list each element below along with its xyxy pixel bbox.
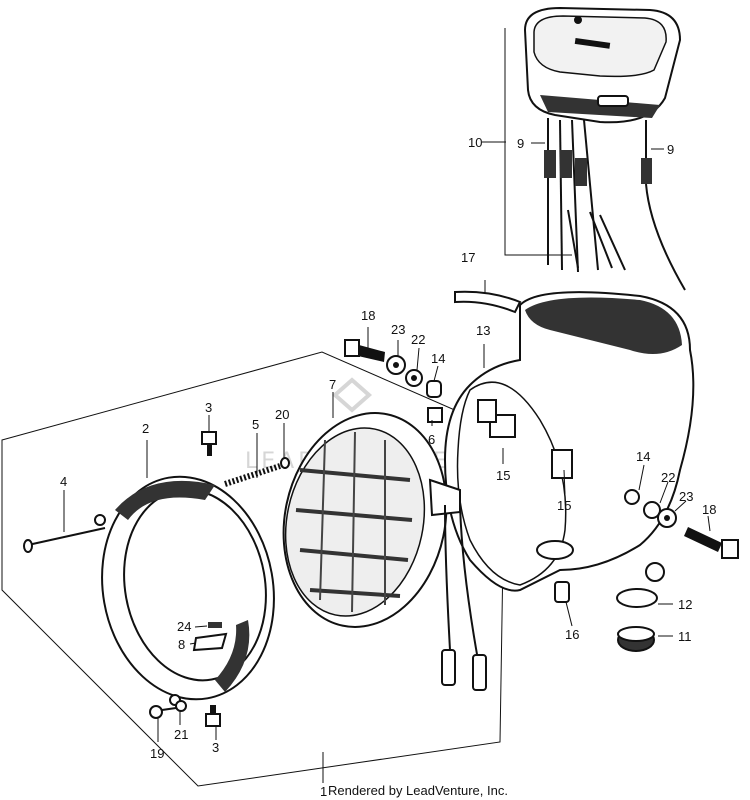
label-18-top: 18 — [361, 308, 375, 323]
label-1: 1 — [320, 784, 327, 799]
label-2: 2 — [142, 421, 149, 436]
label-3-bottom: 3 — [212, 740, 219, 755]
screw-19 — [149, 705, 177, 719]
label-6: 6 — [428, 432, 435, 447]
grommet-12 — [616, 562, 665, 608]
label-10: 10 — [468, 135, 482, 150]
label-19: 19 — [150, 746, 164, 761]
label-22-top: 22 — [411, 332, 425, 347]
collar-14-top — [426, 380, 442, 398]
label-9-left: 9 — [517, 136, 524, 151]
nut-24-clip-8 — [192, 622, 228, 652]
label-15-right: 15 — [557, 498, 571, 513]
washer-22-right — [643, 501, 661, 519]
label-11: 11 — [678, 629, 692, 644]
label-16: 16 — [565, 627, 579, 642]
label-23-right: 23 — [679, 489, 693, 504]
meter-group-bracket — [504, 28, 572, 256]
screw-4 — [23, 527, 106, 553]
label-22-right: 22 — [661, 470, 675, 485]
label-14-right: 14 — [636, 449, 650, 464]
nut-6 — [427, 407, 443, 423]
label-4: 4 — [60, 474, 67, 489]
washer-21 — [175, 700, 187, 712]
assembly-outline — [1, 351, 506, 787]
label-7: 7 — [329, 377, 336, 392]
label-13: 13 — [476, 323, 490, 338]
sealed-beam-unit — [282, 412, 487, 691]
leader-lines — [63, 141, 711, 783]
label-20: 20 — [275, 407, 289, 422]
spring-5 — [224, 457, 290, 487]
screw-3-bottom — [205, 705, 221, 727]
clip-16 — [554, 581, 570, 603]
label-23-top: 23 — [391, 322, 405, 337]
label-21: 21 — [174, 727, 188, 742]
band-17 — [454, 290, 522, 314]
label-15-left: 15 — [496, 468, 510, 483]
bolt-18-top — [344, 339, 385, 362]
label-17: 17 — [461, 250, 475, 265]
bolt-18-right — [684, 527, 739, 559]
label-12: 12 — [678, 597, 692, 612]
label-8: 8 — [178, 637, 185, 652]
label-14-top: 14 — [431, 351, 445, 366]
collar-14-right — [624, 489, 640, 505]
label-24: 24 — [177, 619, 191, 634]
grommet-11 — [617, 626, 655, 652]
label-9-right: 9 — [667, 142, 674, 157]
label-3-top: 3 — [205, 400, 212, 415]
part-labels: 10 9 9 17 13 18 23 22 14 7 6 3 2 5 20 4 … — [60, 135, 716, 799]
screw-3-top — [201, 431, 217, 456]
label-5: 5 — [252, 417, 259, 432]
render-credit: Rendered by LeadVenture, Inc. — [328, 783, 508, 798]
speedometer-assembly — [523, 6, 686, 291]
headlight-case — [443, 291, 695, 592]
label-18-right: 18 — [702, 502, 716, 517]
headlight-rim — [94, 475, 275, 706]
